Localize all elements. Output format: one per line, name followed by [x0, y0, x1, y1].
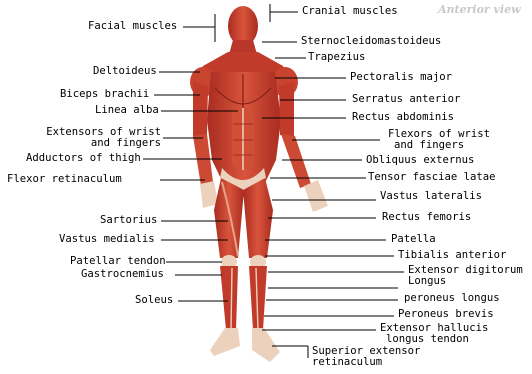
label-extensors-wrist: Extensors of wrist and fingers	[41, 127, 161, 149]
label-flexors-wrist-line2: and fingers	[388, 140, 490, 151]
label-superior-extensor: Superior extensor retinaculum	[312, 346, 420, 368]
label-vastus-medialis: Vastus medialis	[59, 234, 155, 245]
label-extensors-wrist-line2: and fingers	[41, 138, 161, 149]
label-sartorius: Sartorius	[100, 215, 157, 226]
label-serratus-anterior: Serratus anterior	[352, 94, 460, 105]
label-peroneus-longus: peroneus longus	[404, 293, 500, 304]
label-extensor-hallucis: Extensor hallucis longus tendon	[380, 323, 488, 345]
label-superior-extensor-line2: retinaculum	[312, 357, 420, 368]
label-trapezius: Trapezius	[308, 52, 365, 63]
label-adductors-thigh: Adductors of thigh	[26, 153, 141, 164]
label-flexors-wrist: Flexors of wrist and fingers	[388, 129, 490, 151]
left-foot	[210, 328, 240, 356]
label-deltoideus: Deltoideus	[93, 66, 157, 77]
left-thigh	[214, 178, 244, 258]
label-peroneus-brevis: Peroneus brevis	[398, 309, 494, 320]
label-soleus: Soleus	[135, 295, 173, 306]
label-vastus-lateralis: Vastus lateralis	[380, 191, 482, 202]
left-lower-leg	[220, 266, 238, 330]
label-sternocleidomastoideus: Sternocleidomastoideus	[301, 36, 441, 47]
label-tibialis-anterior: Tibialis anterior	[398, 250, 506, 261]
right-upper-arm	[279, 82, 294, 138]
label-patella: Patella	[391, 234, 436, 245]
label-rectus-femoris: Rectus femoris	[382, 212, 471, 223]
left-upper-arm	[193, 82, 208, 138]
label-obliquus-externus: Obliquus externus	[366, 155, 474, 166]
label-patellar-tendon: Patellar tendon	[70, 256, 166, 267]
label-facial-muscles: Facial muscles	[88, 21, 177, 32]
view-watermark: Anterior view	[438, 3, 521, 16]
right-foot	[252, 328, 280, 362]
label-linea-alba: Linea alba	[95, 105, 159, 116]
label-extensor-hallucis-line2: longus tendon	[380, 334, 488, 345]
right-forearm	[281, 134, 311, 188]
label-biceps-brachii: Biceps brachii	[60, 89, 149, 100]
label-flexor-retinaculum: Flexor retinaculum	[7, 174, 122, 185]
label-rectus-abdominis: Rectus abdominis	[352, 112, 454, 123]
label-gastrocnemius: Gastrocnemius	[81, 269, 164, 280]
label-extensor-digitorum-line2: Longus	[408, 276, 523, 287]
left-hand	[200, 181, 218, 208]
label-extensor-digitorum: Extensor digitorum Longus	[408, 265, 523, 287]
right-hand	[304, 180, 328, 212]
label-tensor-fasciae-latae: Tensor fasciae latae	[368, 172, 496, 183]
label-pectoralis-major: Pectoralis major	[350, 72, 452, 83]
label-cranial-muscles: Cranial muscles	[302, 6, 398, 17]
